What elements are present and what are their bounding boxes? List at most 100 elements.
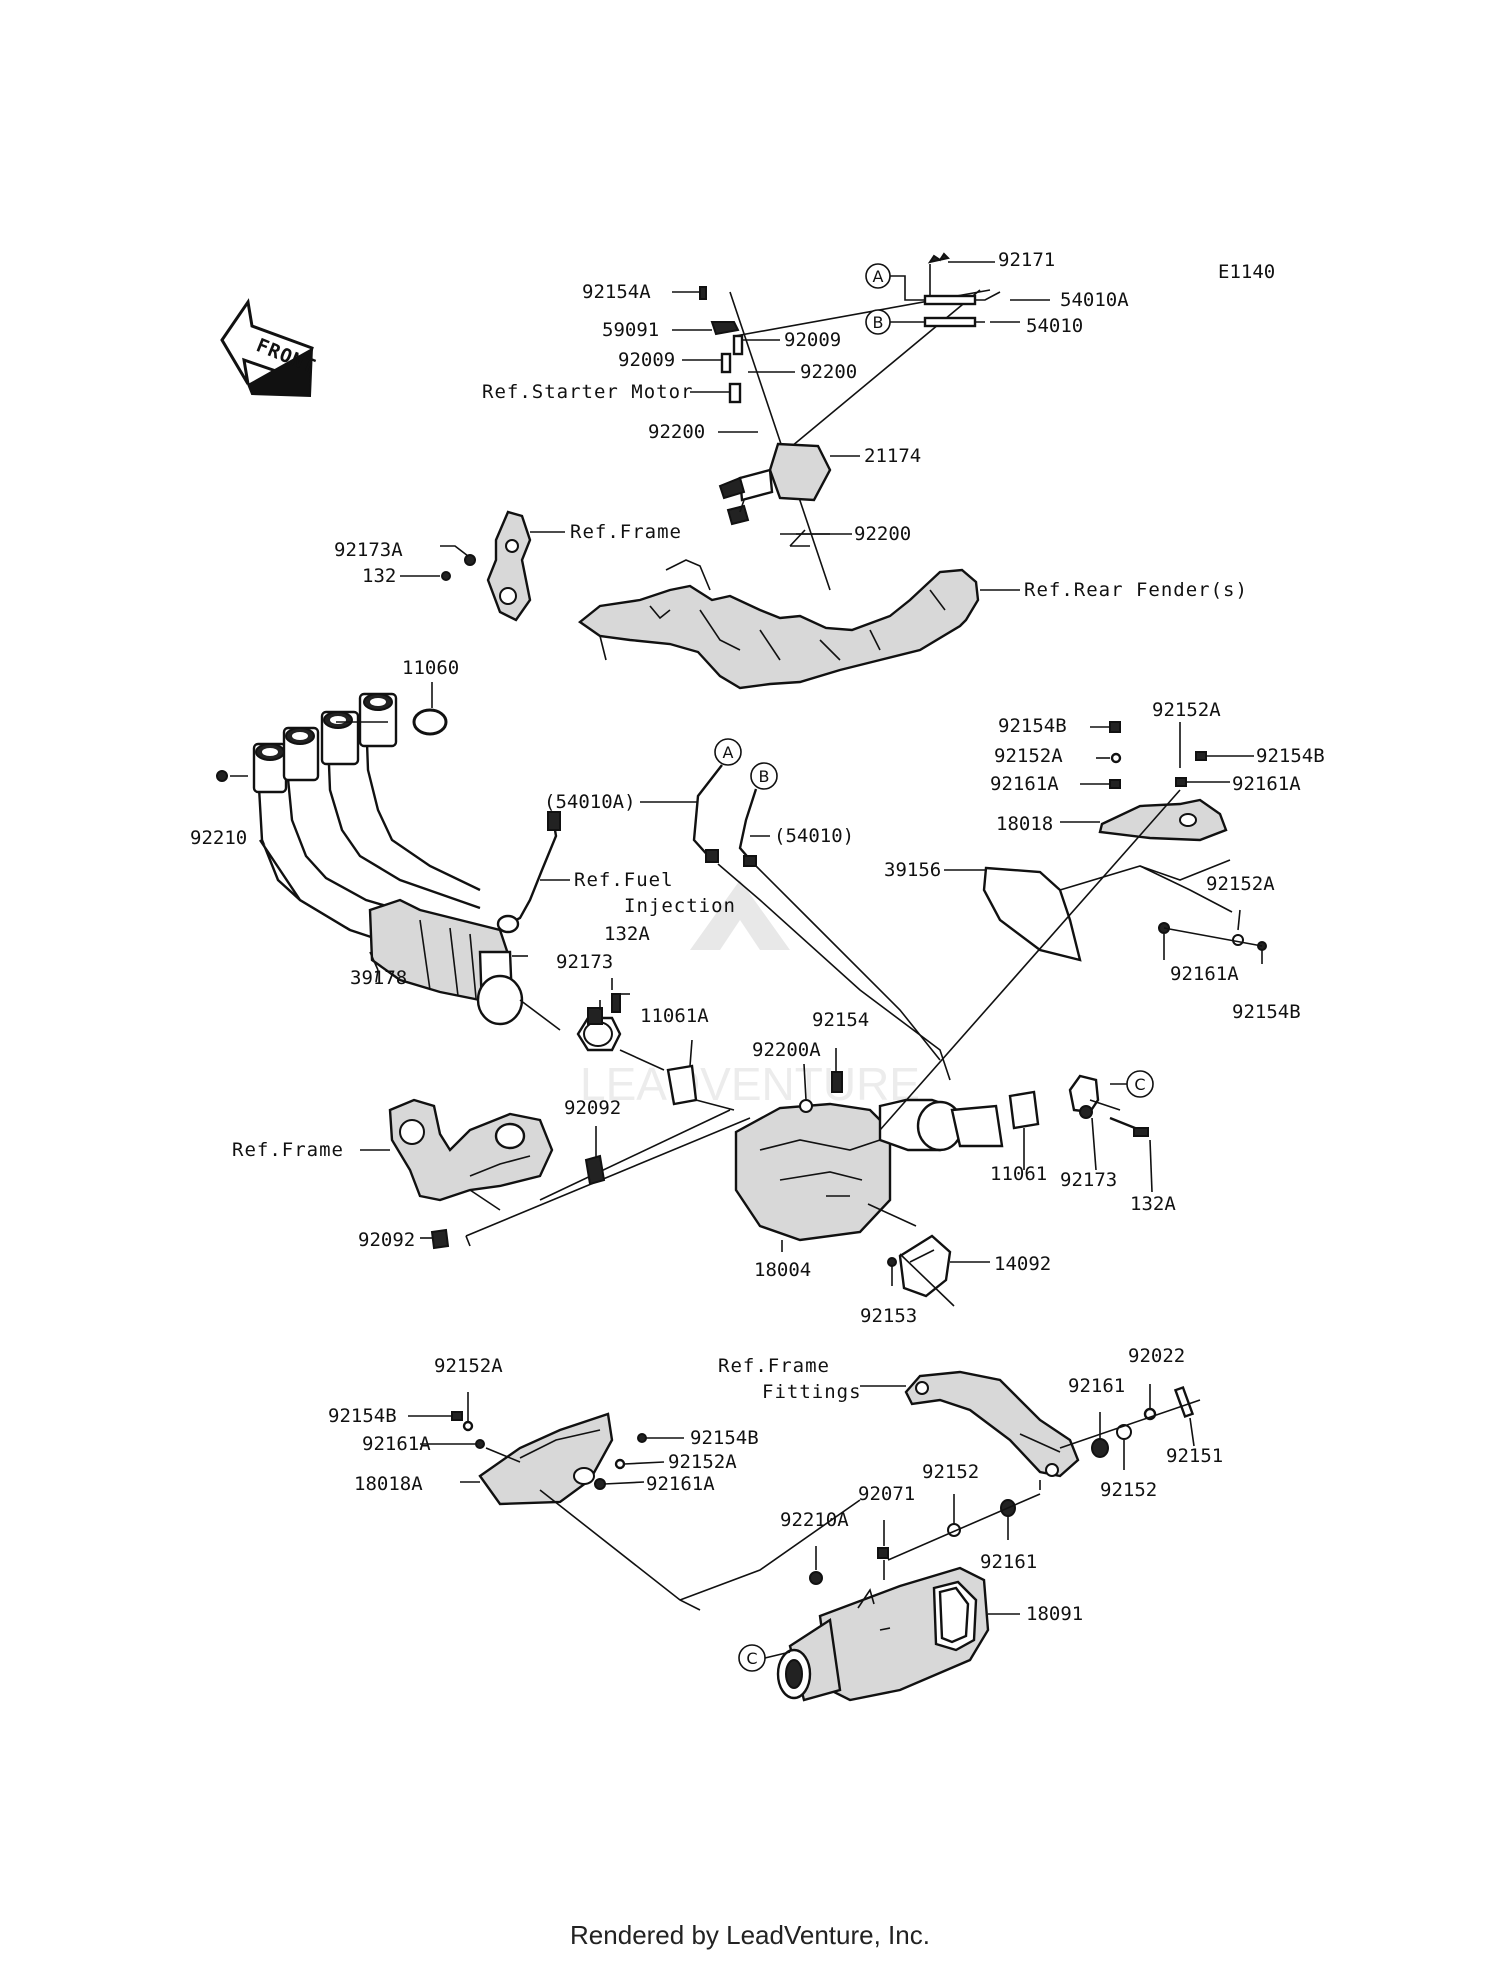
label-92161A-left: 92161A	[990, 773, 1059, 795]
label-14092: 14092	[994, 1253, 1051, 1275]
pre-chamber-18004: A B C	[576, 738, 1154, 1307]
label-92154: 92154	[812, 1009, 869, 1031]
label-92161A-right: 92161A	[1232, 773, 1301, 795]
label-92161-lower: 92161	[980, 1551, 1037, 1573]
label-92154B-lower-left: 92154B	[328, 1405, 397, 1427]
label-18018: 18018	[996, 813, 1053, 835]
bolt-132	[441, 571, 451, 581]
diagram-code: E1140	[1218, 261, 1275, 283]
label-54010A-paren: (54010A)	[544, 791, 636, 813]
rear-fender	[577, 559, 1020, 690]
label-92152A-lower-left: 92152A	[434, 1355, 503, 1377]
label-ref-frame-fittings-2: Fittings	[762, 1381, 862, 1403]
label-92200-mid: 92200	[648, 421, 705, 443]
label-92153: 92153	[860, 1305, 917, 1327]
svg-text:C: C	[746, 1649, 757, 1668]
label-39156: 39156	[884, 859, 941, 881]
label-92171: 92171	[998, 249, 1055, 271]
nut-92210	[216, 770, 228, 782]
bolt-92009-left	[720, 352, 732, 374]
label-132A-left: 132A	[604, 923, 650, 945]
bolt-92154A	[699, 286, 707, 300]
clip-92171	[927, 252, 950, 264]
label-92161-upper: 92161	[1068, 1375, 1125, 1397]
bracket-59091	[710, 321, 740, 336]
frame-bracket-top	[400, 510, 565, 622]
label-11061: 11061	[990, 1163, 1047, 1185]
bolt-92154	[831, 1071, 843, 1093]
label-92210A: 92210A	[780, 1509, 849, 1531]
bolt-92009-right	[732, 334, 744, 356]
label-92200A: 92200A	[752, 1039, 821, 1061]
label-92200-upper: 92200	[800, 361, 857, 383]
label-92173-left: 92173	[556, 951, 613, 973]
exhaust-header-39178	[216, 682, 570, 1031]
label-ref-fuel-injection: Injection	[624, 895, 736, 917]
label-59091: 59091	[602, 319, 659, 341]
footer-credit: Rendered by LeadVenture, Inc.	[570, 1920, 930, 1950]
heat-shield-18018A	[408, 1392, 861, 1611]
label-92152-right: 92152	[1100, 1479, 1157, 1501]
svg-text:C: C	[1134, 1075, 1145, 1094]
washer-92200A	[799, 1099, 813, 1113]
cable-end-54010A	[923, 294, 977, 306]
label-92092-upper: 92092	[564, 1097, 621, 1119]
label-18091: 18091	[1026, 1603, 1083, 1625]
label-92152A-left: 92152A	[994, 745, 1063, 767]
label-92161A-lower: 92161A	[1170, 963, 1239, 985]
label-92154A: 92154A	[582, 281, 651, 303]
label-11061A: 11061A	[640, 1005, 709, 1027]
label-92151: 92151	[1166, 1445, 1223, 1467]
label-92154B-top: 92154B	[998, 715, 1067, 737]
watermark: LEADVENTURE	[580, 880, 920, 1110]
label-54010-paren: (54010)	[774, 825, 854, 847]
label-92022: 92022	[1128, 1345, 1185, 1367]
servo-assembly: A B	[672, 252, 1050, 591]
muffler-18091: C	[738, 1520, 1020, 1702]
connector-b-mid	[750, 762, 778, 790]
label-ref-frame-mid: Ref.Frame	[232, 1139, 344, 1161]
label-92152A-top: 92152A	[1152, 699, 1221, 721]
grommet-92092-lower	[430, 1228, 450, 1250]
label-18004: 18004	[754, 1259, 811, 1281]
svg-text:A: A	[873, 267, 884, 286]
label-39178: 39178	[350, 967, 407, 989]
label-92161A-lower-right: 92161A	[646, 1473, 715, 1495]
label-92152A-lower: 92152A	[1206, 873, 1275, 895]
label-92009-left: 92009	[618, 349, 675, 371]
insulator-39156	[982, 866, 1082, 962]
label-11060: 11060	[402, 657, 459, 679]
clip-92173A	[464, 554, 476, 566]
label-92152A-lower-right: 92152A	[668, 1451, 737, 1473]
label-92092-lower: 92092	[358, 1229, 415, 1251]
front-arrow-icon: FRONT	[220, 298, 319, 398]
label-ref-fuel: Ref.Fuel	[574, 869, 674, 891]
exhaust-servo-21174	[768, 442, 832, 502]
label-18018A: 18018A	[354, 1473, 423, 1495]
label-21174: 21174	[864, 445, 921, 467]
grommet-92092-upper	[584, 1154, 606, 1186]
label-54010: 54010	[1026, 315, 1083, 337]
callout-labels: 92171 54010A 54010 92154A 59091 92009 92…	[190, 249, 1325, 1625]
label-132: 132	[362, 565, 396, 587]
label-92154B-lower: 92154B	[1232, 1001, 1301, 1023]
label-92210: 92210	[190, 827, 247, 849]
label-54010A: 54010A	[1060, 289, 1129, 311]
label-92009-right: 92009	[784, 329, 841, 351]
label-92161A-lower-left: 92161A	[362, 1433, 431, 1455]
label-92200-lower: 92200	[854, 523, 911, 545]
svg-text:B: B	[873, 313, 884, 332]
cover-14092	[898, 1234, 952, 1298]
label-92173-right: 92173	[1060, 1169, 1117, 1191]
label-ref-frame-top: Ref.Frame	[570, 521, 682, 543]
ref-starter-motor-stud	[728, 382, 742, 404]
svg-text:A: A	[723, 743, 734, 762]
label-92173A: 92173A	[334, 539, 403, 561]
heat-shield-18018	[879, 721, 1267, 1131]
label-ref-starter-motor: Ref.Starter Motor	[482, 381, 693, 403]
label-132A-right: 132A	[1130, 1193, 1176, 1215]
muffler-bracket	[860, 1370, 1201, 1561]
frame-mid	[360, 1098, 751, 1250]
cable-end-54010	[923, 316, 977, 328]
